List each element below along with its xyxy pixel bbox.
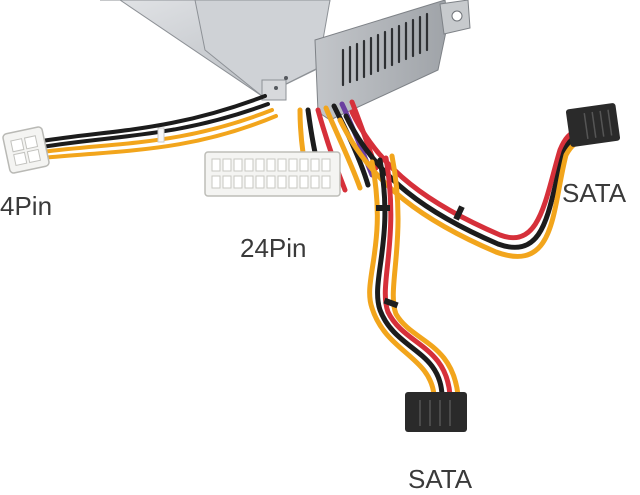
twenty-four-pin-connector xyxy=(204,151,341,197)
sata-connector-bottom xyxy=(405,392,467,432)
sata-cable-bottom xyxy=(367,153,461,398)
vent-slots xyxy=(341,12,429,87)
sata-connector-right xyxy=(565,103,621,147)
four-pin-connector xyxy=(2,126,50,174)
psu-housing xyxy=(100,0,471,121)
four-pin-label: 4Pin xyxy=(0,191,53,221)
sata-right-label: SATA xyxy=(562,178,627,208)
four-pin-cable xyxy=(40,94,278,160)
twenty-four-pin-label: 24Pin xyxy=(240,233,307,263)
sata-bottom-label: SATA xyxy=(408,464,473,494)
